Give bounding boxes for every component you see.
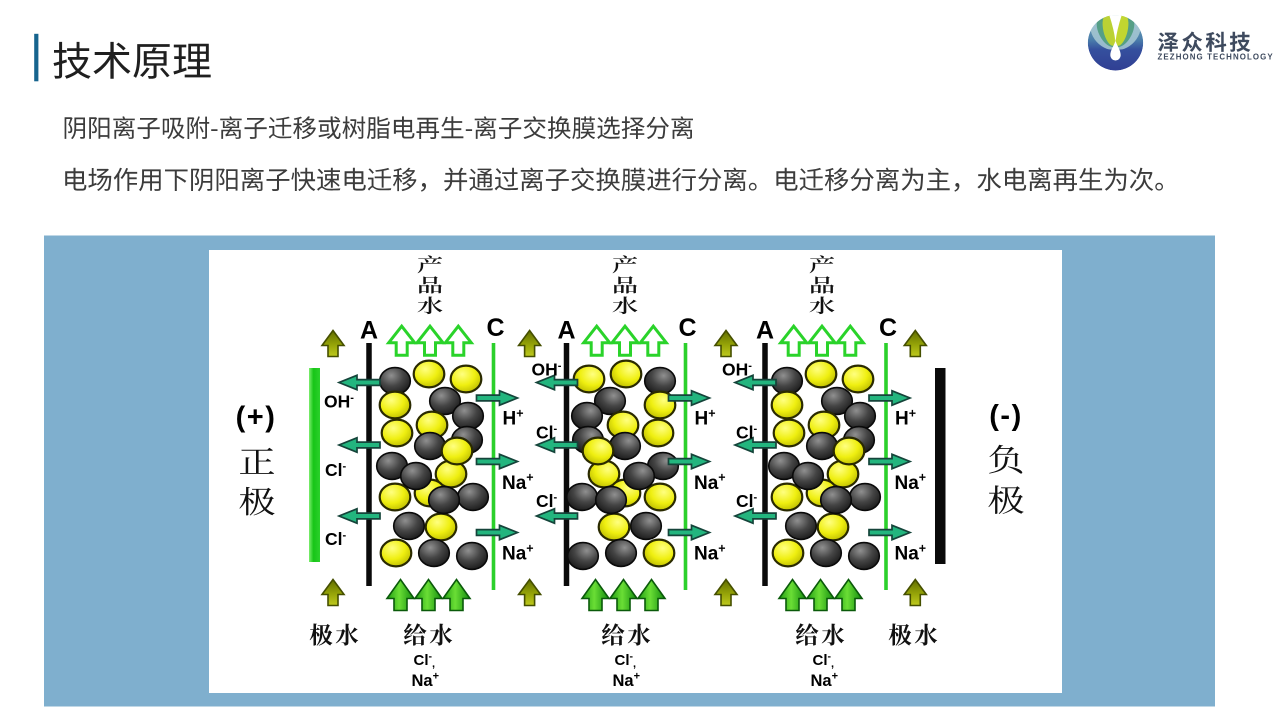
svg-text:ZEZHONG TECHNOLOGY: ZEZHONG TECHNOLOGY — [1158, 53, 1274, 62]
svg-text:OH-: OH- — [324, 392, 354, 412]
svg-text:Cl-: Cl- — [736, 423, 758, 443]
svg-text:C: C — [678, 314, 696, 342]
svg-text:Na+: Na+ — [613, 671, 641, 690]
svg-text:Na+: Na+ — [694, 541, 726, 564]
svg-text:(+): (+) — [236, 402, 277, 434]
svg-text:Na+: Na+ — [694, 471, 726, 494]
svg-text:Cl-: Cl- — [736, 491, 758, 511]
svg-text:Cl-: Cl- — [325, 529, 347, 549]
svg-text:C: C — [486, 314, 504, 342]
svg-text:Cl-: Cl- — [325, 460, 347, 480]
svg-text:Na+: Na+ — [502, 541, 534, 564]
svg-text:Cl-,: Cl-, — [414, 651, 436, 671]
svg-text:Na+: Na+ — [811, 671, 839, 690]
svg-text:Na+: Na+ — [412, 671, 440, 690]
svg-text:C: C — [879, 314, 897, 342]
svg-text:Na+: Na+ — [502, 471, 534, 494]
svg-text:Cl-,: Cl-, — [615, 651, 637, 671]
svg-text:(-): (-) — [989, 400, 1022, 432]
svg-text:Na+: Na+ — [895, 541, 927, 564]
svg-text:Cl-,: Cl-, — [813, 651, 835, 671]
svg-text:A: A — [756, 317, 774, 345]
svg-text:OH-: OH- — [532, 360, 562, 380]
svg-text:Cl-: Cl- — [536, 491, 558, 511]
svg-text:A: A — [557, 317, 575, 345]
svg-text:OH-: OH- — [722, 360, 752, 380]
svg-text:Cl-: Cl- — [536, 423, 558, 443]
svg-text:A: A — [360, 317, 378, 345]
svg-text:Na+: Na+ — [895, 471, 927, 494]
